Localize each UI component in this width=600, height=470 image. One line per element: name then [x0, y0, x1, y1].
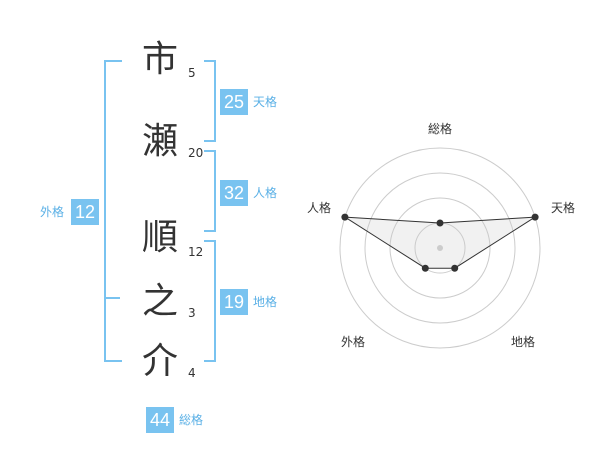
name-char-3: 順 — [141, 217, 178, 258]
radar-point-4 — [421, 264, 429, 272]
chikaku-bracket — [204, 240, 216, 362]
radar-point-2 — [531, 213, 539, 221]
chikaku-value: 19 — [220, 289, 248, 315]
tenkaku-value: 25 — [220, 89, 248, 115]
stroke-count-2: 20 — [188, 146, 204, 160]
jinkaku-label: 人格 — [253, 186, 278, 200]
radar-ring-3 — [364, 172, 516, 324]
radar-label-tenkaku: 天格 — [551, 200, 575, 215]
gaikaku-label: 外格 — [40, 205, 65, 219]
jinkaku-value: 32 — [220, 180, 248, 206]
tenkaku-bracket — [204, 60, 216, 142]
radar-point-5 — [341, 213, 349, 221]
soukaku-label: 総格 — [179, 413, 204, 427]
radar-point-1 — [436, 219, 444, 227]
radar-label-chikaku: 地格 — [511, 334, 535, 349]
stroke-count-3: 12 — [188, 245, 204, 259]
gaikaku-value: 12 — [71, 199, 99, 225]
stroke-count-5: 4 — [188, 366, 196, 380]
stroke-count-4: 3 — [188, 306, 196, 320]
radar-point-3 — [451, 264, 459, 272]
stroke-count-1: 5 — [188, 66, 196, 80]
radar-center-dot — [437, 245, 443, 251]
radar-ring-2 — [389, 197, 491, 299]
radar-ring-4 — [339, 147, 541, 349]
chikaku-label: 地格 — [253, 295, 278, 309]
radar-polygon — [344, 216, 536, 269]
jinkaku-bracket — [204, 150, 216, 232]
radar-label-jinkaku: 人格 — [307, 200, 331, 215]
tenkaku-label: 天格 — [253, 95, 278, 109]
gaikaku-bracket-tick — [104, 297, 120, 299]
gaikaku-bracket — [104, 60, 122, 362]
name-char-2: 瀬 — [141, 121, 178, 162]
name-char-5: 介 — [141, 341, 178, 382]
name-char-1: 市 — [141, 39, 178, 80]
radar-label-soukaku: 総格 — [428, 121, 452, 136]
name-char-4: 之 — [141, 281, 178, 322]
soukaku-value: 44 — [146, 407, 174, 433]
radar-label-gaikaku: 外格 — [341, 334, 365, 349]
